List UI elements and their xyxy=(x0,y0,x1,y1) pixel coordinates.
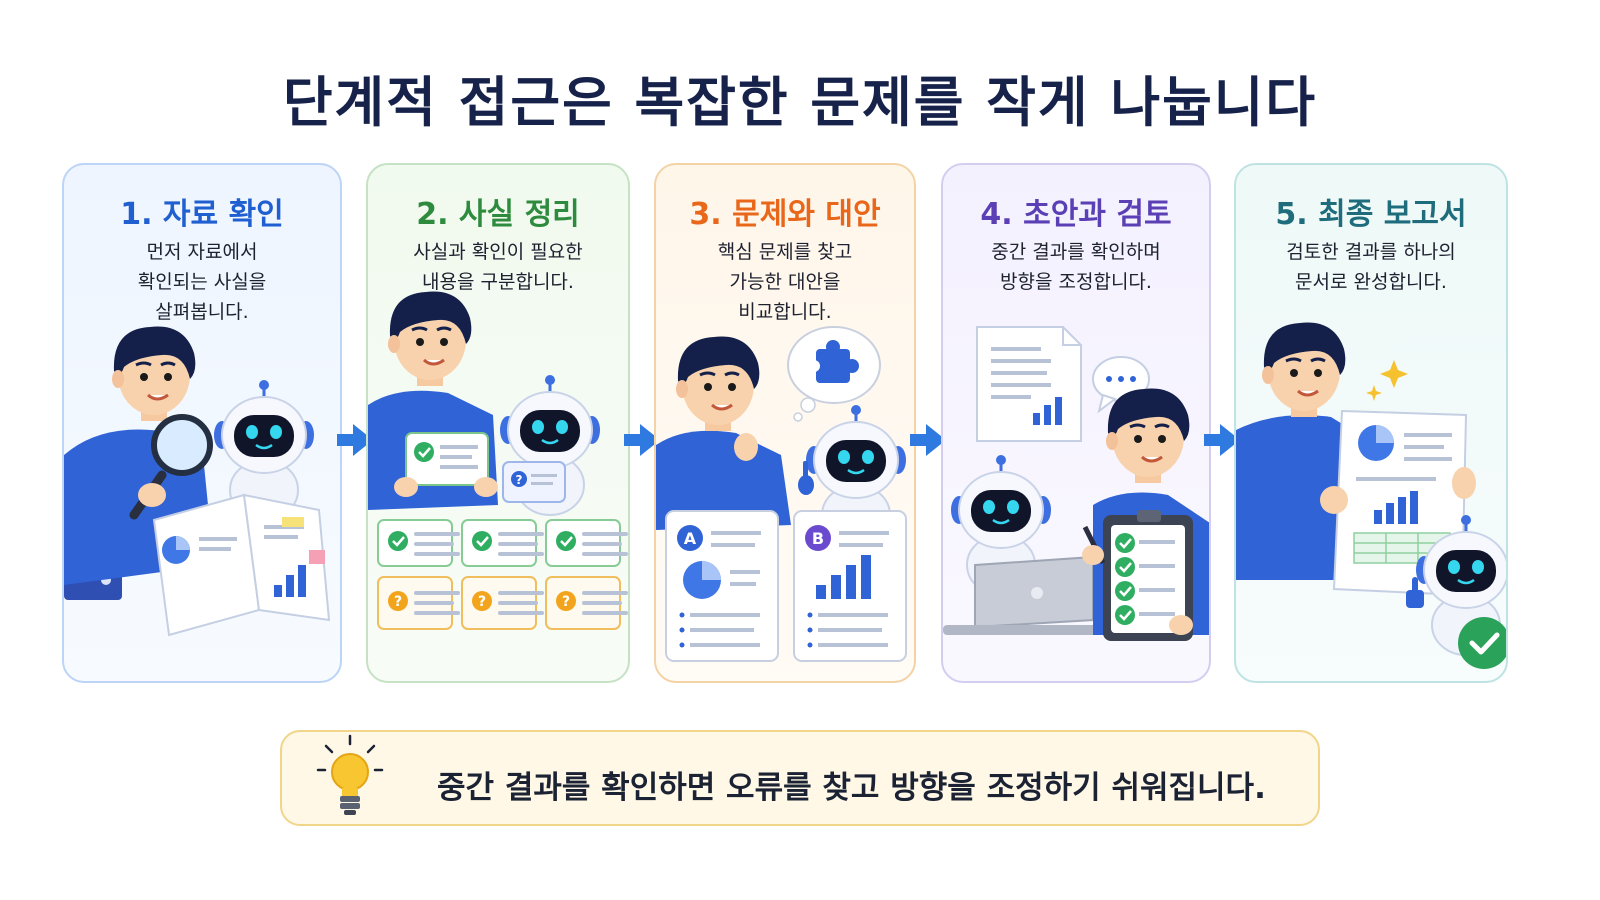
speech-bubble-icon xyxy=(1092,356,1150,414)
step-description: 검토한 결과를 하나의 문서로 완성합니다. xyxy=(1286,241,1456,293)
step-card-2: 2. 사실 정리 사실과 확인이 필요한 내용을 구분합니다. ? xyxy=(366,163,630,683)
option-card-b: B xyxy=(793,510,907,662)
option-card-a: A xyxy=(665,510,779,662)
checkmark-badge-icon xyxy=(1458,617,1506,669)
step-title: 3. 문제와 대안 xyxy=(689,197,881,232)
step-card-4: 4. 초안과 검토 중간 결과를 확인하며 방향을 조정합니다. xyxy=(941,163,1211,683)
step-card-3: 3. 문제와 대안 핵심 문제를 찾고 가능한 대안을 비교합니다. xyxy=(654,163,916,683)
arrow-right-icon xyxy=(908,420,948,460)
step-description: 중간 결과를 확인하며 방향을 조정합니다. xyxy=(991,241,1161,293)
step-title: 1. 자료 확인 xyxy=(120,197,284,232)
page-title: 단계적 접근은 복잡한 문제를 작게 나눕니다 xyxy=(282,71,1318,134)
question-card-icon: ? xyxy=(502,461,566,503)
person-icon xyxy=(1104,387,1191,485)
step-title: 2. 사실 정리 xyxy=(416,197,580,232)
document-icon xyxy=(152,493,331,637)
tip-text: 중간 결과를 확인하면 오류를 찾고 방향을 조정하기 쉬워집니다. xyxy=(437,770,1266,806)
fact-card-grid xyxy=(377,519,628,630)
pointing-hand-icon xyxy=(798,461,814,495)
step-card-5: 5. 최종 보고서 검토한 결과를 하나의 문서로 완성합니다. xyxy=(1234,163,1508,683)
step-illustration: A B xyxy=(656,326,908,662)
person-icon xyxy=(110,325,197,423)
step-illustration xyxy=(1236,321,1506,669)
svg-text:A: A xyxy=(684,529,697,548)
magnifier-icon xyxy=(129,414,213,520)
fact-card-icon xyxy=(405,432,489,486)
arrow-right-icon xyxy=(622,420,662,460)
puzzle-icon xyxy=(808,340,859,383)
lightbulb-icon xyxy=(316,734,384,815)
step-title: 5. 최종 보고서 xyxy=(1275,197,1467,232)
svg-text:B: B xyxy=(812,529,824,548)
sparkle-icon xyxy=(1366,360,1408,401)
step-description: 사실과 확인이 필요한 내용을 구분합니다. xyxy=(413,241,583,293)
draft-document-icon xyxy=(976,326,1082,442)
arrow-right-icon xyxy=(1202,420,1242,460)
step-card-1: 1. 자료 확인 먼저 자료에서 확인되는 사실을 살펴봅니다. xyxy=(62,163,342,683)
person-icon xyxy=(1260,321,1347,419)
person-icon xyxy=(674,335,761,433)
laptop-icon xyxy=(943,555,1101,635)
svg-text:?: ? xyxy=(516,473,523,487)
step-illustration xyxy=(64,325,331,637)
tip-banner: 중간 결과를 확인하면 오류를 찾고 방향을 조정하기 쉬워집니다. xyxy=(280,730,1320,826)
step-description: 핵심 문제를 찾고 가능한 대안을 비교합니다. xyxy=(717,241,853,323)
person-icon xyxy=(386,290,473,388)
arrow-right-icon xyxy=(335,420,375,460)
step-illustration: ? xyxy=(368,290,628,630)
step-description: 먼저 자료에서 확인되는 사실을 살펴봅니다. xyxy=(137,241,267,323)
thumbs-up-icon xyxy=(1406,577,1424,608)
checklist-clipboard-icon xyxy=(1103,510,1193,641)
step-title: 4. 초안과 검토 xyxy=(980,197,1172,232)
step-illustration xyxy=(943,326,1209,641)
